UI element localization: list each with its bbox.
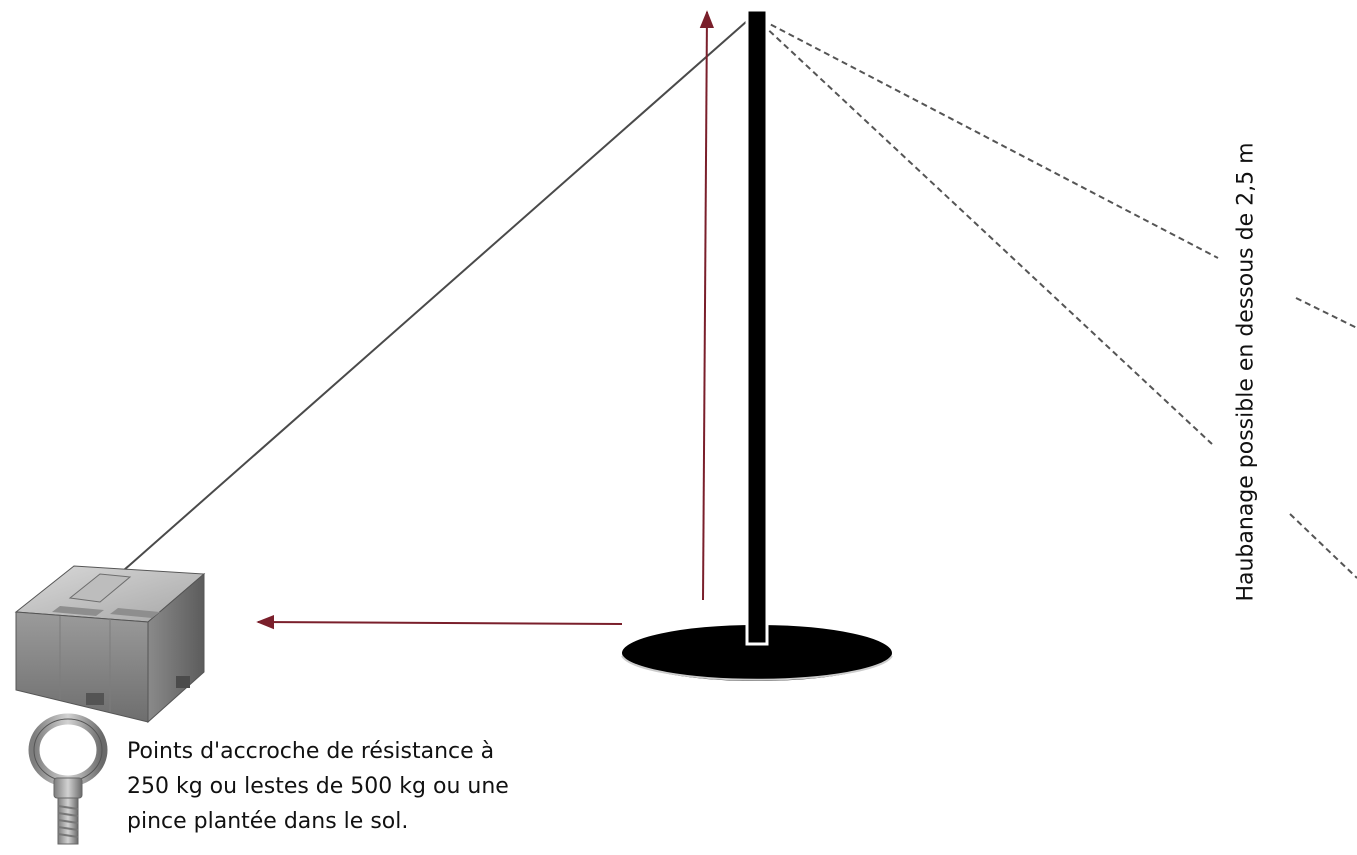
guying-note-text: Haubanage possible en dessous de 2,5 m — [1233, 142, 1259, 602]
eye-bolt-icon — [28, 713, 108, 845]
distance-arrow — [256, 614, 623, 630]
dashed-guy-line-upper — [761, 19, 1219, 259]
mast-pole — [745, 8, 769, 646]
dashed-guy-line-lower-continued — [1289, 513, 1357, 579]
guy-line — [89, 13, 756, 601]
mast-base-rim — [621, 655, 893, 681]
anchor-caption: Points d'accroche de résistance à 250 kg… — [127, 734, 647, 839]
concrete-block-icon — [14, 565, 206, 724]
dashed-guy-line-lower — [761, 23, 1213, 445]
anchor-caption-line-2: 250 kg ou lestes de 500 kg ou une — [127, 774, 509, 799]
height-arrow — [699, 10, 715, 601]
anchor-caption-line-1: Points d'accroche de résistance à — [127, 739, 495, 764]
anchor-caption-line-3: pince plantée dans le sol. — [127, 809, 409, 834]
dashed-guy-line-upper-continued — [1295, 297, 1357, 329]
